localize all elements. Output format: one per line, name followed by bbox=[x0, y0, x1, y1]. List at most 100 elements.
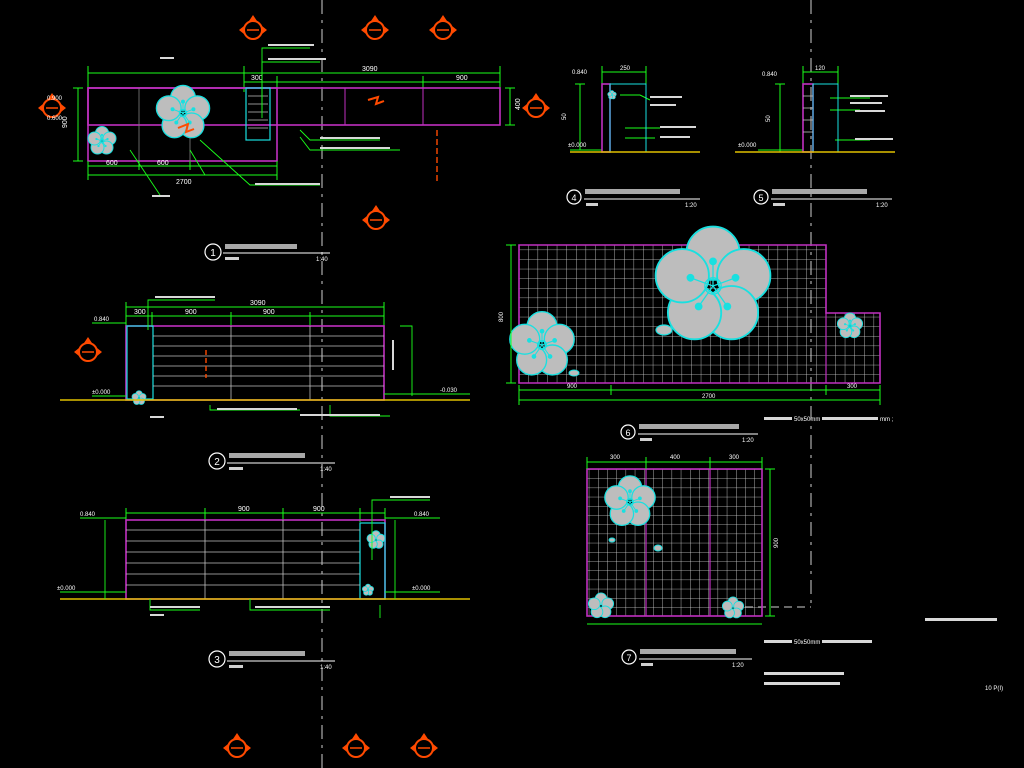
note-placeholder bbox=[150, 296, 394, 418]
dim-text: 400 bbox=[670, 455, 681, 461]
svg-text:2: 2 bbox=[214, 457, 220, 468]
plan-post-hatch bbox=[248, 95, 268, 129]
view-title-5: 5 1:20 bbox=[753, 189, 892, 209]
section-mark bbox=[238, 14, 268, 40]
section-steps bbox=[803, 95, 813, 133]
view-title-6: 6 1:20 bbox=[620, 424, 758, 444]
level-text: ±0.000 bbox=[738, 143, 757, 149]
petal-fragment bbox=[568, 369, 580, 377]
section-mark bbox=[361, 204, 391, 230]
dim-text: 400 bbox=[515, 98, 522, 110]
view-2-elevation: 300 900 900 3090 0.840 ±0.000 -0.030 bbox=[60, 296, 470, 473]
level-text: -0.030 bbox=[440, 388, 458, 394]
view-title-4: 4 1:20 bbox=[566, 189, 700, 209]
elevation-post bbox=[126, 325, 154, 400]
svg-text:3: 3 bbox=[214, 655, 220, 666]
dim-text: 300 bbox=[134, 309, 146, 316]
level-text: 0.840 bbox=[94, 317, 110, 323]
elevation-outline bbox=[125, 325, 385, 401]
section-mark bbox=[409, 732, 439, 758]
view-scale: 1:40 bbox=[316, 257, 328, 263]
dim-text: 600 bbox=[106, 160, 118, 167]
red-hatch-mark bbox=[177, 122, 195, 134]
level-text: 0.840 bbox=[572, 70, 588, 76]
dim-text: 3090 bbox=[250, 300, 266, 307]
svg-text:4: 4 bbox=[571, 193, 576, 203]
red-hatch-mark bbox=[367, 95, 385, 106]
note-placeholder bbox=[850, 95, 893, 140]
section-mark bbox=[222, 732, 252, 758]
view-title-7: 7 1:20 bbox=[621, 649, 752, 669]
dimension-line-elev2-top bbox=[125, 302, 385, 327]
dim-text: 900 bbox=[263, 309, 275, 316]
view-5-section: 120 50 0.840 ±0.000 5 1:20 bbox=[735, 66, 895, 209]
section-profile bbox=[812, 83, 839, 153]
view-scale: 1:20 bbox=[742, 438, 754, 444]
petal-fragment bbox=[653, 544, 663, 552]
dimension-line-sec5 bbox=[758, 66, 870, 153]
view-scale: 1:20 bbox=[732, 663, 744, 669]
section-mark bbox=[428, 14, 458, 40]
dim-text: 900 bbox=[774, 537, 780, 548]
dim-text: 900 bbox=[62, 116, 69, 128]
dim-text: 120 bbox=[815, 66, 826, 72]
svg-text:6: 6 bbox=[625, 428, 630, 438]
flower-motif bbox=[607, 90, 617, 100]
flower-motif bbox=[366, 530, 386, 549]
view-scale: 1:20 bbox=[685, 203, 697, 209]
view-7-grid: 300 400 300 900 50x50mm 10 P(Ⅰ) 7 1:20 bbox=[586, 455, 1003, 692]
elevation-slats bbox=[153, 326, 384, 400]
note-placeholder bbox=[650, 96, 696, 138]
dim-text: 2700 bbox=[702, 394, 716, 400]
sheet-code: 10 P(Ⅰ) bbox=[985, 686, 1003, 692]
view-scale: 1:40 bbox=[320, 467, 332, 473]
view-4-section: 250 50 0.840 ±0.000 4 1:20 bbox=[562, 66, 700, 209]
elevation-outline bbox=[125, 519, 386, 600]
dim-text: 300 bbox=[729, 455, 740, 461]
petal-fragment bbox=[655, 324, 673, 336]
view-6-grid: 900 2700 300 800 50x50mm mm ; 6 1:20 bbox=[499, 225, 894, 444]
petal-fragment bbox=[608, 537, 616, 543]
dimension-line-plan-side bbox=[73, 87, 515, 162]
level-text: 0.840 bbox=[80, 512, 96, 518]
dim-text: 900 bbox=[238, 506, 250, 513]
level-text: ±0.000 bbox=[412, 586, 431, 592]
dimension-line-grid7 bbox=[586, 457, 775, 625]
section-mark bbox=[521, 92, 551, 118]
dim-text: 2700 bbox=[176, 179, 192, 186]
svg-text:50x50mm: 50x50mm bbox=[794, 640, 820, 646]
dimension-line-grid6 bbox=[506, 244, 881, 405]
view-title-1: 1 1:40 bbox=[204, 243, 330, 263]
level-text: 0.840 bbox=[762, 72, 778, 78]
level-text: ±0.000 bbox=[568, 143, 587, 149]
section-mark bbox=[341, 732, 371, 758]
dim-text: 900 bbox=[567, 384, 578, 390]
svg-text:7: 7 bbox=[626, 653, 631, 663]
plan-post bbox=[245, 87, 271, 141]
svg-text:mm ;: mm ; bbox=[880, 417, 894, 423]
dim-text: 50 bbox=[766, 115, 772, 122]
note-placeholder bbox=[150, 496, 430, 616]
dim-text: 3090 bbox=[362, 66, 378, 73]
level-text: 0.600 bbox=[47, 116, 63, 122]
section-mark bbox=[73, 336, 103, 362]
level-text: ±0.000 bbox=[92, 390, 111, 396]
grid-note-7: 50x50mm bbox=[764, 618, 997, 685]
dim-text: 300 bbox=[610, 455, 621, 461]
dimension-line-plan-bottom bbox=[87, 161, 278, 180]
flower-motif bbox=[131, 390, 147, 405]
section-mark bbox=[360, 14, 390, 40]
dim-text: 600 bbox=[157, 160, 169, 167]
svg-text:1: 1 bbox=[210, 248, 216, 259]
dim-text: 300 bbox=[847, 384, 858, 390]
svg-text:5: 5 bbox=[758, 193, 763, 203]
view-title-2: 2 1:40 bbox=[208, 452, 335, 473]
grid-note-6: 50x50mm mm ; bbox=[764, 417, 894, 423]
level-text: ±0.000 bbox=[57, 586, 76, 592]
level-markers bbox=[60, 499, 440, 618]
note-placeholder bbox=[152, 44, 390, 197]
dim-text: 300 bbox=[251, 75, 263, 82]
dim-text: 900 bbox=[185, 309, 197, 316]
flower-motif bbox=[361, 583, 375, 596]
